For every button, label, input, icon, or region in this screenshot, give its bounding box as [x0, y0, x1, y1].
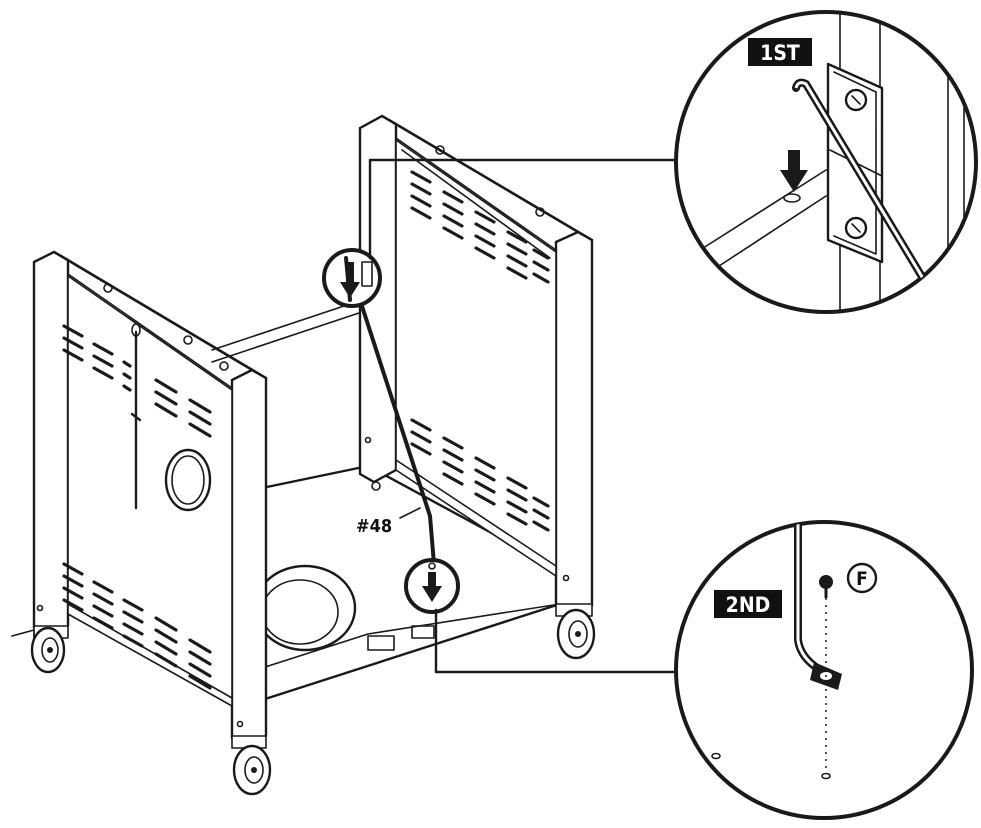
caster-rear-left [11, 625, 69, 674]
caster-front-left [231, 735, 272, 796]
step-1-badge [748, 38, 812, 66]
step-1-badge-label: 1ST [760, 41, 800, 65]
callout-step-2: F 2ND [674, 520, 974, 820]
hardware-f-label: F [856, 568, 868, 590]
caster-wheels [11, 603, 596, 796]
hardware-f-marker [846, 562, 878, 594]
down-arrow-icon [340, 282, 360, 298]
callout-connectors [368, 158, 684, 674]
down-arrow-icon [422, 586, 442, 602]
step-2-badge [714, 590, 782, 618]
caster-front-right [555, 603, 596, 660]
callout-step-1: 1ST [674, 10, 978, 314]
part-48-label: #48 [356, 516, 392, 537]
screw-icon [819, 575, 833, 589]
part-48-leader [399, 507, 421, 519]
cart-left-side-panel [32, 250, 268, 748]
down-arrow-icon [780, 170, 808, 192]
cart-right-side-panel [358, 114, 594, 616]
step-2-badge-label: 2ND [726, 593, 771, 617]
upper-detail-marker [322, 248, 382, 308]
lower-detail-marker [404, 558, 460, 614]
